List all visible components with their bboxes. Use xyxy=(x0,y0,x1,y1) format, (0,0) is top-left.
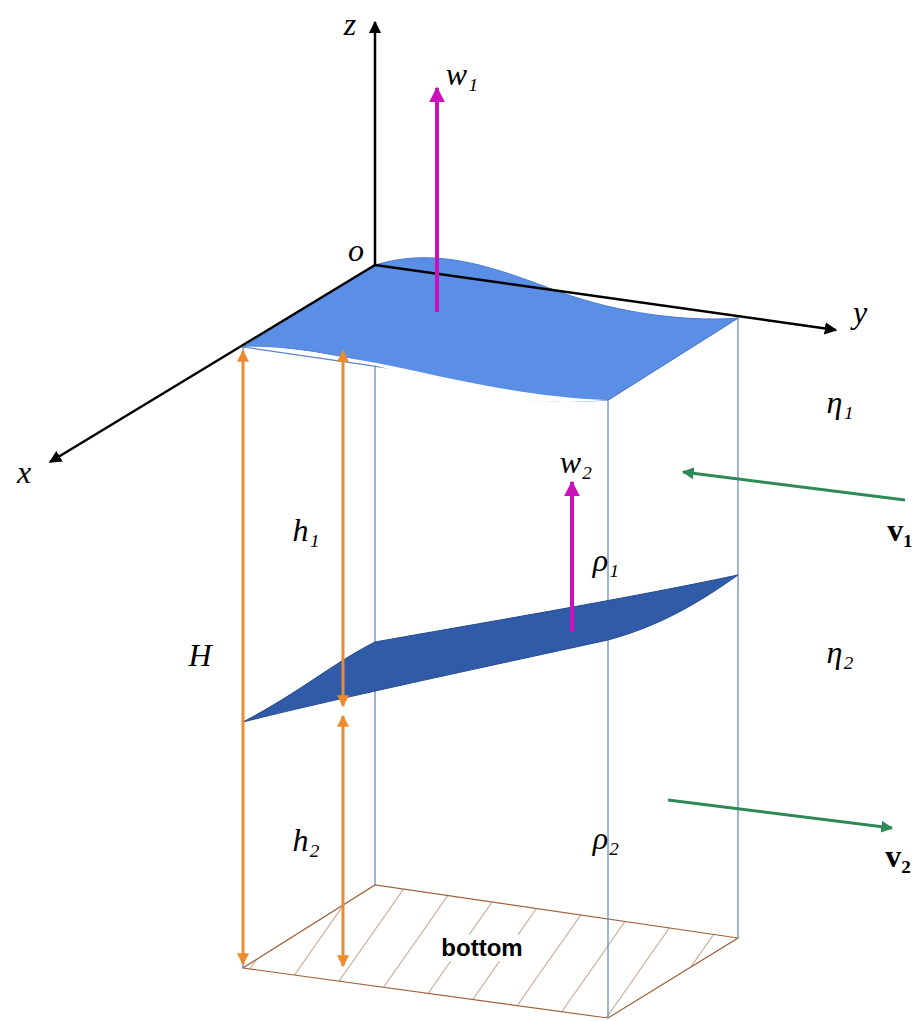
symbol-label: v₁ xyxy=(885,513,915,547)
dimension-arrow xyxy=(243,351,343,966)
symbol-label: η₁ xyxy=(825,385,856,419)
symbol-label: w₂ xyxy=(558,445,594,479)
free-surface-underside xyxy=(243,347,608,402)
symbol-label: v₂ xyxy=(883,839,913,873)
symbol-label: z xyxy=(342,7,358,41)
symbol-label: h₂ xyxy=(290,823,321,857)
plane-label: bottom xyxy=(439,935,524,961)
symbol-label: H xyxy=(186,638,213,672)
interface-surface xyxy=(243,575,738,722)
symbol-label: ρ₁ xyxy=(591,543,621,577)
symbol-label: ρ₂ xyxy=(591,821,621,855)
velocity-arrow xyxy=(435,88,439,312)
velocity-arrow xyxy=(570,482,574,632)
symbol-label: w₁ xyxy=(444,57,480,91)
symbol-label: η₂ xyxy=(825,635,856,669)
bottom-plane xyxy=(200,860,800,1021)
velocity-arrow xyxy=(668,800,892,828)
symbol-label: h₁ xyxy=(290,513,321,547)
symbol-label: o xyxy=(346,233,366,267)
velocity-arrow xyxy=(683,472,905,500)
symbol-label: y xyxy=(851,295,869,329)
symbol-label: x xyxy=(15,455,33,489)
coordinate-axes xyxy=(50,22,836,462)
free-surface xyxy=(243,258,738,402)
